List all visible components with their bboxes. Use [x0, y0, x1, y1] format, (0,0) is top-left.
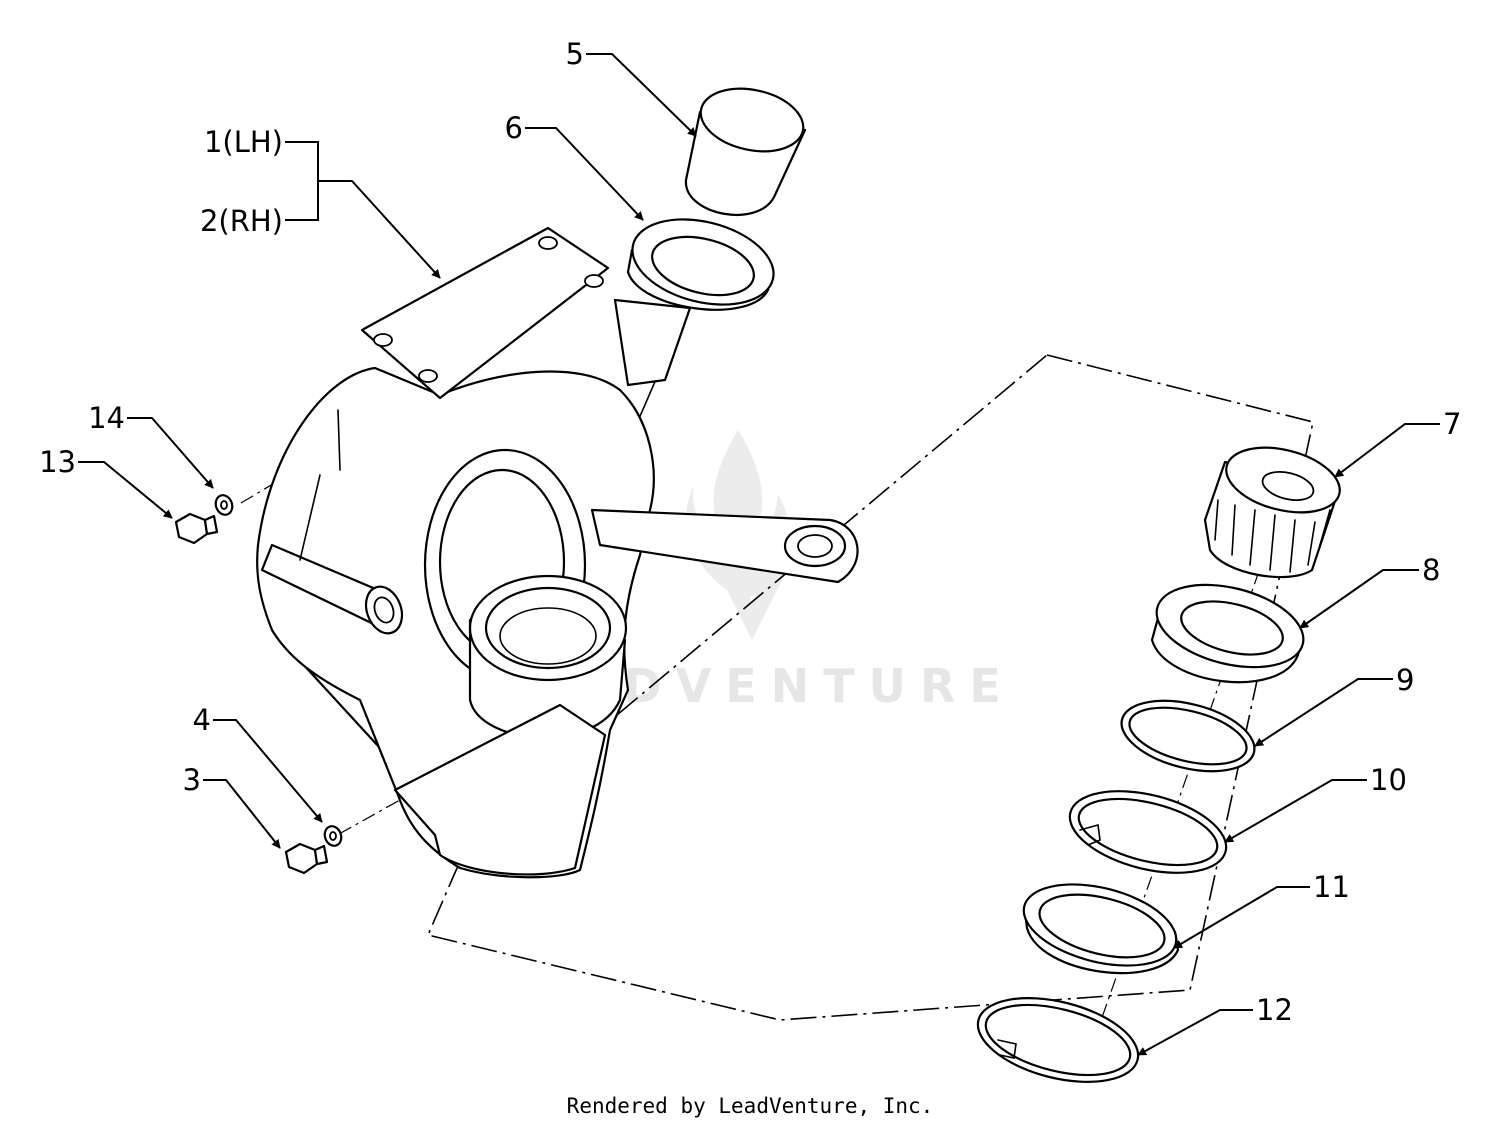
part-12-ring: [976, 997, 1140, 1083]
part-4-washer: [323, 825, 343, 847]
steering-knuckle-housing: [256, 226, 859, 879]
part-5-bushing: [684, 87, 807, 217]
part-10-snap-ring: [1068, 790, 1228, 874]
part-8-bearing: [1150, 583, 1305, 684]
callout-9: 9: [1396, 663, 1414, 697]
part-3-plug: [284, 842, 329, 875]
watermark-v-icon: [712, 560, 792, 640]
render-credit: Rendered by LeadVenture, Inc.: [566, 1094, 934, 1118]
callout-6: 6: [505, 111, 523, 145]
part-13-plug: [174, 512, 219, 545]
bearing-stack-axis-line: [1079, 519, 1278, 1081]
callout-labels: 1(LH) 2(RH) 5 6 7 8 9 10 11 12 14 13 4 3: [39, 37, 1461, 1027]
callout-13: 13: [39, 445, 76, 479]
callout-1-lh: 1(LH): [204, 125, 283, 159]
callout-14: 14: [88, 401, 125, 435]
part-14-washer: [214, 494, 234, 516]
leader-lines: [78, 53, 1440, 1056]
plug-3-axis-line: [338, 799, 401, 835]
callout-2-rh: 2(RH): [200, 204, 283, 238]
callout-10: 10: [1370, 763, 1407, 797]
callout-4: 4: [193, 703, 211, 737]
callout-5: 5: [566, 37, 584, 71]
callout-8: 8: [1422, 553, 1440, 587]
part-7-gear: [1203, 446, 1341, 579]
callout-7: 7: [1443, 407, 1461, 441]
callout-12: 12: [1256, 993, 1293, 1027]
callout-3: 3: [183, 763, 201, 797]
part-11-seal: [1022, 883, 1180, 975]
callout-11: 11: [1313, 870, 1350, 904]
part-9-ring: [1120, 699, 1256, 773]
part-6-seal: [626, 218, 775, 311]
